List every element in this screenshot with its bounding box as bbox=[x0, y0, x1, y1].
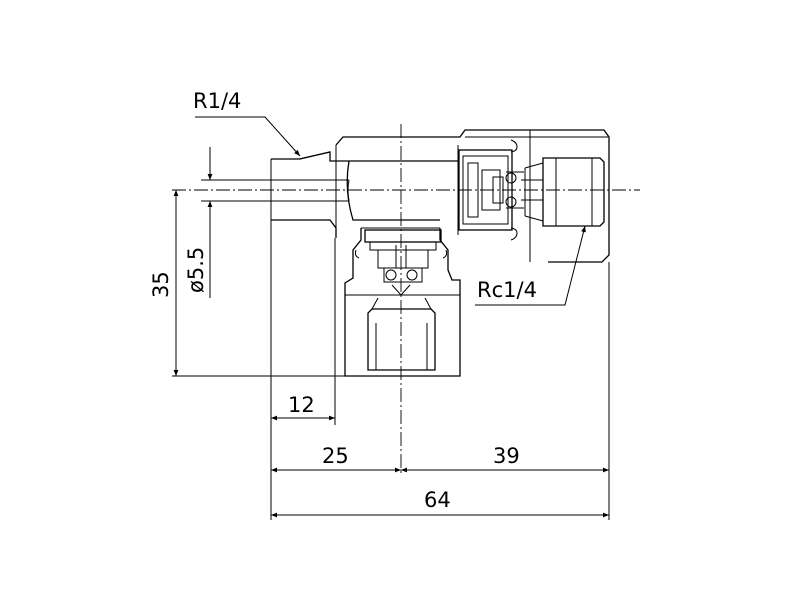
center-lines bbox=[172, 124, 640, 475]
r-thread-label: R1/4 bbox=[193, 89, 241, 113]
leader-lines bbox=[195, 116, 586, 306]
extension-lines bbox=[172, 179, 610, 520]
inlet-length-label: 12 bbox=[288, 393, 315, 417]
height-dimension-label: 35 bbox=[149, 271, 173, 298]
center-to-right-label: 39 bbox=[493, 444, 520, 468]
dimension-lines bbox=[173, 147, 609, 518]
left-to-center-label: 25 bbox=[322, 444, 349, 468]
rc-thread-label: Rc1/4 bbox=[477, 278, 537, 302]
fitting-body bbox=[270, 129, 610, 377]
diameter-label: ø5.5 bbox=[184, 247, 208, 293]
overall-length-label: 64 bbox=[424, 488, 451, 512]
